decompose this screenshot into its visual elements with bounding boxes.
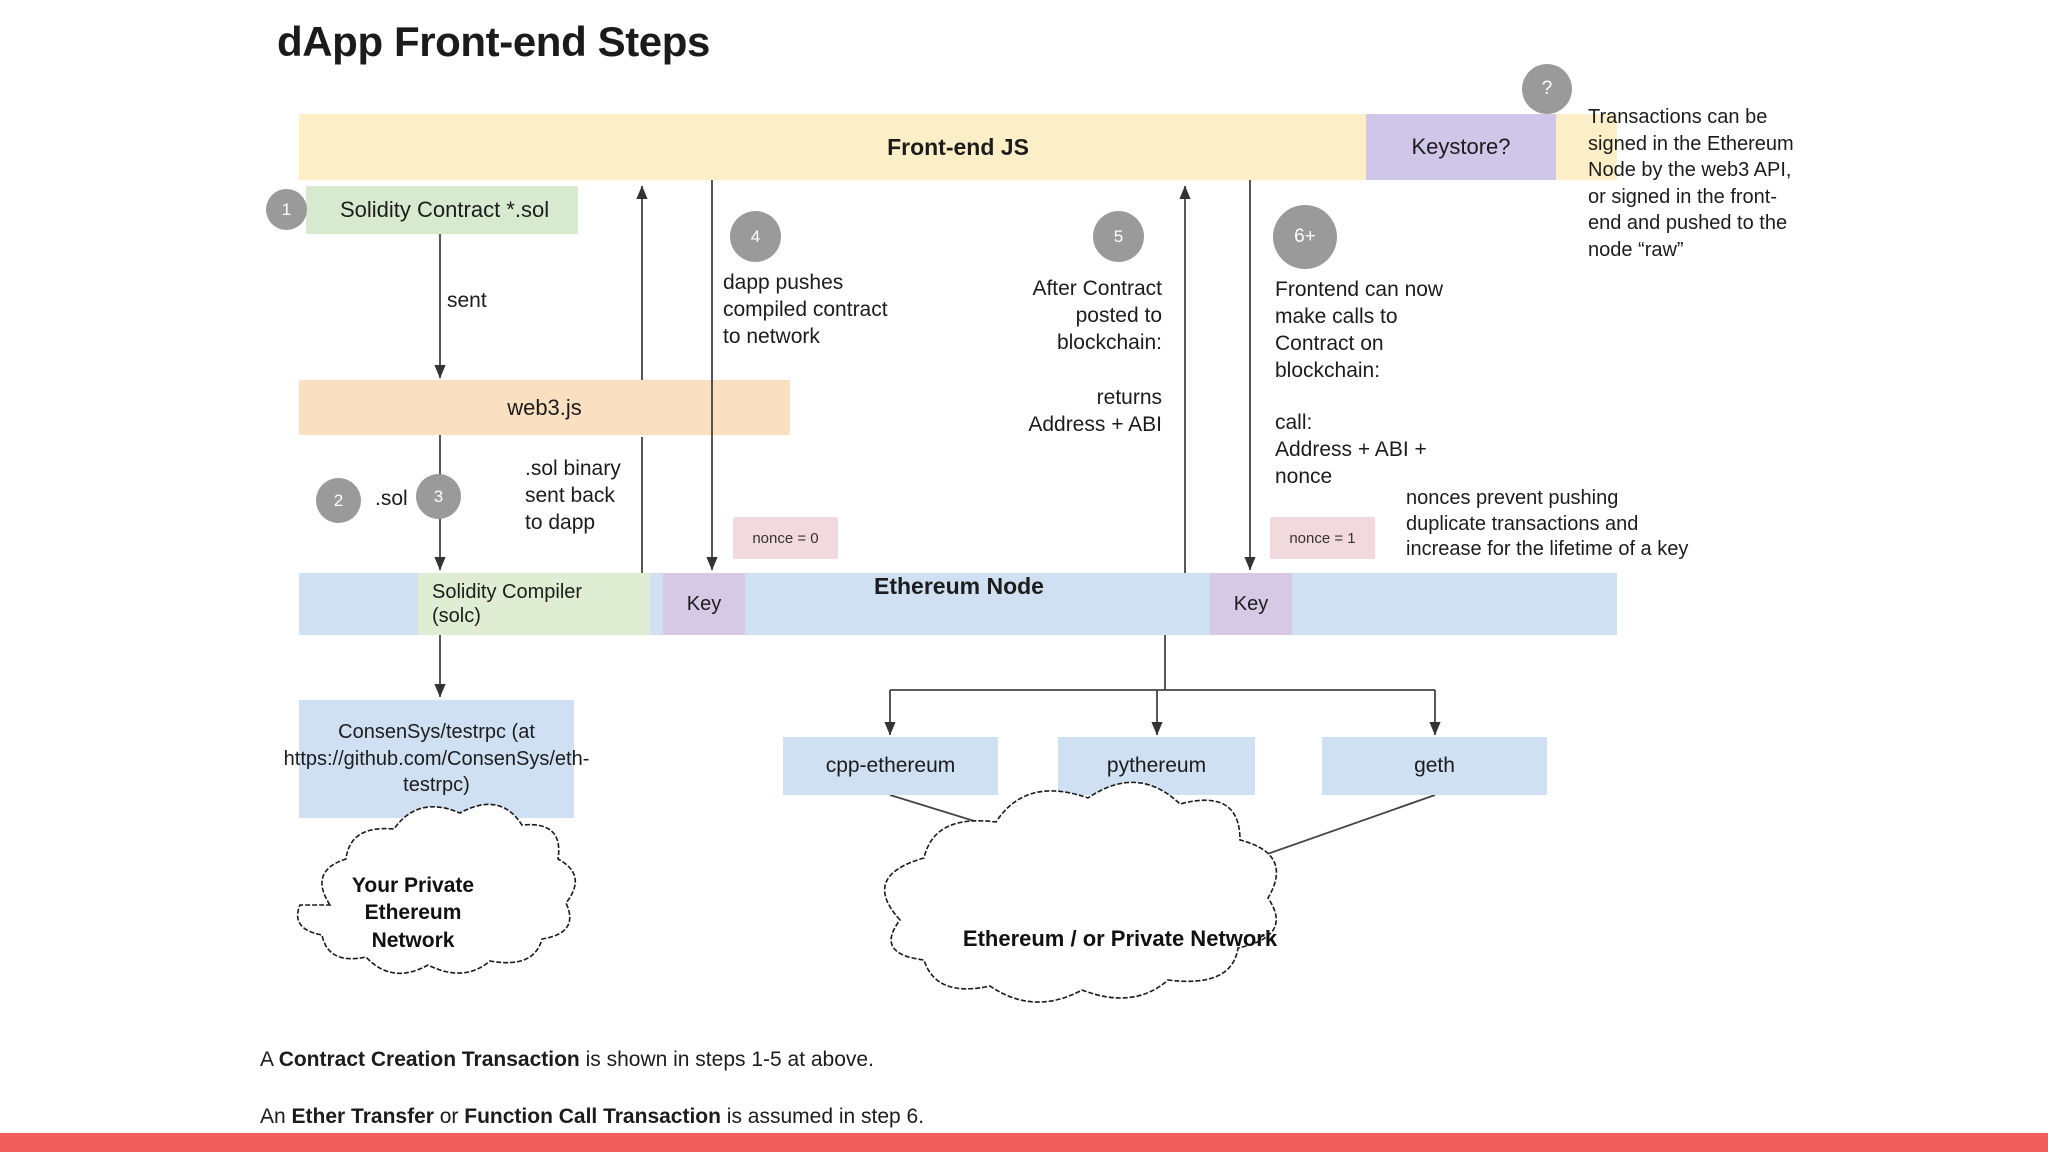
key-box-left-label: Key [686, 592, 722, 615]
client-box-cpp-ethereum: cpp-ethereum [783, 737, 998, 795]
step-badge-5: 5 [1093, 211, 1144, 262]
keystore-label: Keystore? [1411, 134, 1511, 159]
footer-1-bold: Contract Creation Transaction [278, 1048, 580, 1071]
footer-1-pre: A [260, 1048, 279, 1071]
keystore-box: Keystore? [1366, 114, 1556, 180]
lane-web3-js-label: web3.js [507, 394, 582, 420]
solidity-contract-label: Solidity Contract *.sol [340, 197, 550, 222]
label-sol-binary: .sol binary sent back to dapp [525, 457, 621, 534]
label-nonces-note: nonces prevent pushing duplicate transac… [1406, 487, 1689, 561]
solidity-compiler-box: Solidity Compiler (solc) [418, 573, 650, 635]
step-badge-6-plus: 6+ [1273, 205, 1337, 269]
footer-2-bold-1: Ether Transfer [291, 1105, 434, 1128]
label-sent: sent [447, 289, 487, 312]
label-sol: .sol [375, 487, 408, 510]
lane-web3-js: web3.js [299, 380, 790, 435]
footer-2-pre: An [260, 1105, 292, 1128]
page-title: dApp Front-end Steps [277, 18, 710, 65]
footer-1-post: is shown in steps 1-5 at above. [579, 1048, 874, 1071]
label-after-contract: After Contract posted to blockchain: [1032, 277, 1162, 354]
lane-ethereum-node-label: Ethereum Node [874, 573, 1044, 599]
solidity-contract-box: Solidity Contract *.sol [306, 186, 578, 234]
footer-2-bold-2: Function Call Transaction [464, 1105, 721, 1128]
footer-2-mid: or [433, 1105, 465, 1128]
label-frontend-calls: Frontend can now make calls to Contract … [1275, 278, 1444, 382]
key-box-right-label: Key [1233, 592, 1269, 615]
footer-2-post: is assumed in step 6. [720, 1105, 925, 1128]
step-badge-3: 3 [416, 474, 461, 519]
label-call-params: call: Address + ABI + nonce [1275, 411, 1427, 488]
label-transactions-note: Transactions can be signed in the Ethere… [1588, 106, 1794, 261]
step-badge-1: 1 [266, 189, 307, 230]
solidity-compiler-label-line1: Solidity Compiler [432, 580, 583, 603]
key-box-right: Key [1210, 573, 1292, 635]
step-badge-2: 2 [316, 478, 361, 523]
bottom-accent-bar [0, 1133, 2048, 1152]
sticky-nonce-0: nonce = 0 [733, 517, 838, 559]
footer-line-1: A Contract Creation Transaction is shown… [260, 1048, 874, 1072]
label-returns-address-abi: returns Address + ABI [1028, 386, 1162, 436]
sticky-nonce-1: nonce = 1 [1270, 517, 1375, 559]
cloud-label-ethereum-network: Ethereum / or Private Network [962, 926, 1278, 951]
label-dapp-pushes: dapp pushes compiled contract to network [723, 271, 888, 348]
key-box-left: Key [663, 573, 745, 635]
question-badge: ? [1522, 64, 1572, 114]
client-box-geth: geth [1322, 737, 1547, 795]
step-badge-4: 4 [730, 211, 781, 262]
cloud-label-private-network: Your Private Ethereum Network [351, 874, 475, 952]
client-box-pythereum: pythereum [1058, 737, 1255, 795]
footer-line-2: An Ether Transfer or Function Call Trans… [260, 1105, 924, 1129]
solidity-compiler-label-line2: (solc) [432, 605, 481, 627]
consensys-testrpc-box: ConsenSys/testrpc (at https://github.com… [284, 700, 589, 818]
lane-frontend-js-label: Front-end JS [887, 133, 1029, 160]
